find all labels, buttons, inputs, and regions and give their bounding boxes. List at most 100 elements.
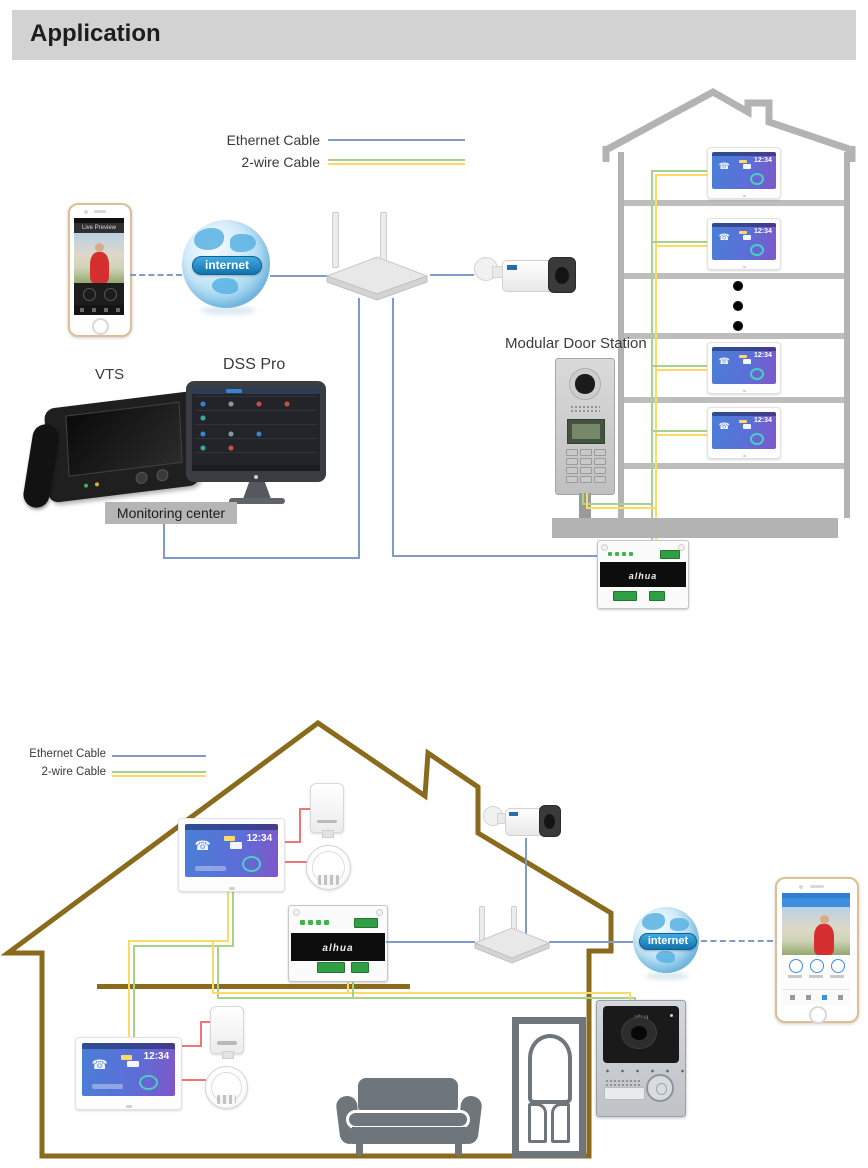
mail-icon xyxy=(742,235,751,240)
smoke-detector-2 xyxy=(205,1066,248,1109)
folder-icon xyxy=(738,419,747,424)
wire-monitorA-down-green xyxy=(232,890,234,947)
keypad-key xyxy=(594,449,606,456)
villa-station-lens-glass xyxy=(630,1025,647,1041)
alarm-wire-1v xyxy=(299,808,301,843)
building-wall-left xyxy=(618,152,624,518)
monitor-clock: 12:34 xyxy=(246,832,273,844)
couch-back-cushion xyxy=(358,1078,458,1114)
tab-icon-active xyxy=(822,995,827,1000)
tap4-yellow xyxy=(655,434,707,436)
dial-icon xyxy=(139,1074,159,1091)
phone2-screen xyxy=(782,893,850,1005)
door-arch-panel xyxy=(528,1034,572,1104)
villa-station-speaker-grille xyxy=(605,1079,641,1089)
terminal-block xyxy=(351,962,369,973)
distributor-brand-band: alhua xyxy=(599,562,687,587)
call-button xyxy=(646,1074,675,1103)
phone2-tabbar xyxy=(782,989,850,1005)
villa-indoor-monitor-1: ☎ 12:34 xyxy=(178,818,285,892)
monitor-home-button xyxy=(126,1104,132,1108)
person-in-red xyxy=(814,924,834,955)
legend1-ethernet-label: Ethernet Cable xyxy=(226,132,320,148)
monitor-screen: ☎ 12:34 xyxy=(712,151,776,189)
tab-icon xyxy=(790,995,795,1000)
tap3-green xyxy=(651,365,707,367)
alarm-wire-4 xyxy=(180,1079,206,1081)
status-led xyxy=(316,920,321,925)
riser-2wire-green xyxy=(651,170,653,542)
ethernet-distributor-router-2 xyxy=(386,941,475,943)
ethernet-monitoring-horiz xyxy=(163,557,360,559)
tap4-green xyxy=(651,430,707,432)
tap1-green xyxy=(651,170,707,172)
continent-blob xyxy=(670,918,689,931)
building-floor-2 xyxy=(624,273,844,279)
mic-icon xyxy=(80,308,84,312)
keypad-key xyxy=(580,467,592,474)
villa-indoor-monitor-2: ☎ 12:34 xyxy=(75,1037,182,1110)
shortcut-row xyxy=(91,1083,123,1090)
continent-blob xyxy=(194,228,224,250)
pir-base xyxy=(222,1051,234,1059)
tap1-yellow xyxy=(655,174,707,176)
keypad-key xyxy=(580,476,592,483)
section-header-bar: Application xyxy=(12,10,856,60)
smoke-detector-vent xyxy=(318,875,339,885)
door-station-display-screen xyxy=(572,424,600,439)
ellipsis-dot-2 xyxy=(733,301,743,311)
snapshot-button-icon xyxy=(104,288,117,301)
legend2-two-wire-label: 2-wire Cable xyxy=(41,766,106,778)
pir-base xyxy=(322,830,334,838)
keypad-key xyxy=(594,467,606,474)
phone-home-button xyxy=(809,1006,827,1024)
monitor-statusbar xyxy=(712,346,776,351)
riser-2wire-yellow xyxy=(655,174,657,542)
alarm-wire-3 xyxy=(180,1045,202,1047)
tap3-yellow xyxy=(655,369,707,371)
wire-distributor-down-yellow xyxy=(347,978,349,992)
open-door-button-icon xyxy=(810,959,824,973)
wireless-link-2 xyxy=(701,940,773,942)
wire-monitorB-down-yellow xyxy=(128,940,130,1037)
monitor-home-button xyxy=(742,455,747,457)
phone1-app-title: Live Preview xyxy=(74,223,124,233)
person-head xyxy=(95,243,104,252)
building-floor-3 xyxy=(624,333,844,339)
phone-icon: ☎ xyxy=(718,356,730,367)
dss-pro-label: DSS Pro xyxy=(223,356,286,373)
indoor-monitor-4: ☎ 12:34 xyxy=(707,407,781,459)
dss-stand xyxy=(243,482,271,499)
wire-doorstation-down-yellow xyxy=(629,992,631,1004)
phone1-screen: Live Preview xyxy=(74,218,124,315)
phone-icon: ☎ xyxy=(194,837,211,853)
phone1-control-panel xyxy=(74,283,124,305)
keypad-key xyxy=(566,458,578,465)
monitor-clock: 12:34 xyxy=(753,417,772,425)
ethernet-monitoring-vert xyxy=(163,523,165,557)
terminal-block xyxy=(649,591,665,601)
monitoring-center-label: Monitoring center xyxy=(105,502,237,524)
keypad-key xyxy=(594,458,606,465)
hangup-icon xyxy=(116,308,120,312)
legend2-ethernet-line xyxy=(112,755,206,757)
alarm-wire-3h xyxy=(200,1021,211,1023)
mount-hole xyxy=(601,544,608,551)
phone-speaker xyxy=(94,210,106,213)
phone-icon: ☎ xyxy=(718,161,730,172)
mount-hole xyxy=(293,909,300,916)
indoor-monitor-2: ☎ 12:34 xyxy=(707,218,781,270)
monitor-screen: ☎ 12:34 xyxy=(185,824,278,878)
wire-main-horiz-green xyxy=(217,997,636,999)
ethernet-router-internet-2 xyxy=(549,941,633,943)
mail-icon xyxy=(229,842,242,849)
wire-distributor-down-green xyxy=(352,978,354,997)
dss-taskbar xyxy=(192,465,320,471)
mic-hole xyxy=(669,1013,673,1017)
phone-home-button xyxy=(92,318,109,335)
ground-bar xyxy=(552,518,838,538)
mail-icon xyxy=(742,164,751,169)
ethernet-to-distributor-1 xyxy=(392,555,599,557)
legend1-two-wire-label: 2-wire Cable xyxy=(241,154,320,170)
